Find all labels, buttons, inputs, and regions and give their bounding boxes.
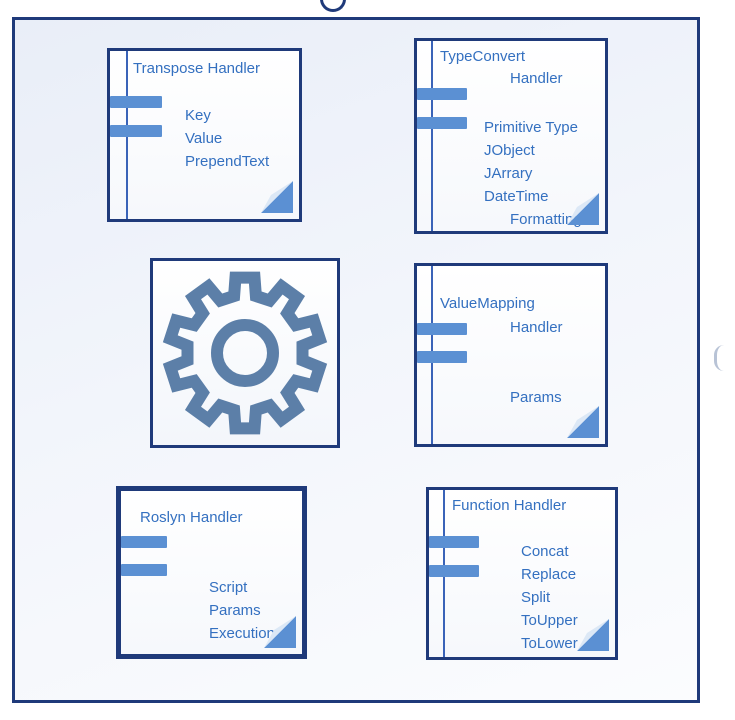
card-items: Concat Replace Split ToUpper ToLower xyxy=(521,540,578,655)
port-bar xyxy=(121,564,167,576)
list-item: Key xyxy=(185,107,211,124)
top-shape-fragment xyxy=(320,0,380,14)
list-item: JObject xyxy=(484,142,535,159)
port-bar xyxy=(417,88,467,100)
side-shape-fragment xyxy=(714,345,724,371)
list-item: ToLower xyxy=(521,635,578,652)
port-bar xyxy=(110,125,162,137)
list-item: Formatting xyxy=(510,211,582,228)
list-item: JArrary xyxy=(484,165,533,182)
card-title: Transpose Handler xyxy=(133,60,261,77)
typeconvert-handler-card: TypeConvert Handler Primitive Type JObje… xyxy=(414,38,608,234)
function-handler-card: Function Handler Concat Replace Split To… xyxy=(426,487,618,660)
port-bar xyxy=(429,536,479,548)
card-subtitle: Handler xyxy=(510,70,563,87)
roslyn-handler-card: Roslyn Handler Script Params Execution xyxy=(116,486,307,659)
card-items: Key Value PrependText xyxy=(185,104,269,173)
list-item: Primitive Type xyxy=(484,119,578,136)
folded-corner-icon xyxy=(264,616,296,648)
list-item: Script xyxy=(209,579,248,596)
card-rail xyxy=(431,41,433,231)
list-item: Concat xyxy=(521,543,569,560)
folded-corner-icon xyxy=(567,193,599,225)
folded-corner-icon xyxy=(577,619,609,651)
port-bar xyxy=(417,351,467,363)
card-title: TypeConvert xyxy=(440,48,526,65)
port-bar xyxy=(110,96,162,108)
folded-corner-icon xyxy=(261,181,293,213)
gear-card xyxy=(150,258,340,448)
list-item: Split xyxy=(521,589,551,606)
port-bar xyxy=(429,565,479,577)
list-item: PrependText xyxy=(185,153,270,170)
folded-corner-icon xyxy=(567,406,599,438)
port-bar xyxy=(121,536,167,548)
transpose-handler-card: Transpose Handler Key Value PrependText xyxy=(107,48,302,222)
card-title: ValueMapping xyxy=(440,295,535,312)
list-item: DateTime xyxy=(484,188,549,205)
card-subtitle: Handler xyxy=(510,319,563,336)
gear-icon xyxy=(162,271,328,435)
list-item: Value xyxy=(185,130,223,147)
valuemapping-handler-card: ValueMapping Handler Params xyxy=(414,263,608,447)
card-items: Primitive Type JObject JArrary DateTime … xyxy=(484,116,582,231)
list-item: Replace xyxy=(521,566,577,583)
list-item: Params xyxy=(510,389,562,406)
list-item: Params xyxy=(209,602,261,619)
card-title: Roslyn Handler xyxy=(140,509,243,526)
card-items: Script Params Execution xyxy=(209,576,275,645)
port-bar xyxy=(417,117,467,129)
card-title: Function Handler xyxy=(452,497,567,514)
list-item: Execution xyxy=(209,625,275,642)
list-item: ToUpper xyxy=(521,612,578,629)
card-items: Params xyxy=(510,386,562,409)
port-bar xyxy=(417,323,467,335)
